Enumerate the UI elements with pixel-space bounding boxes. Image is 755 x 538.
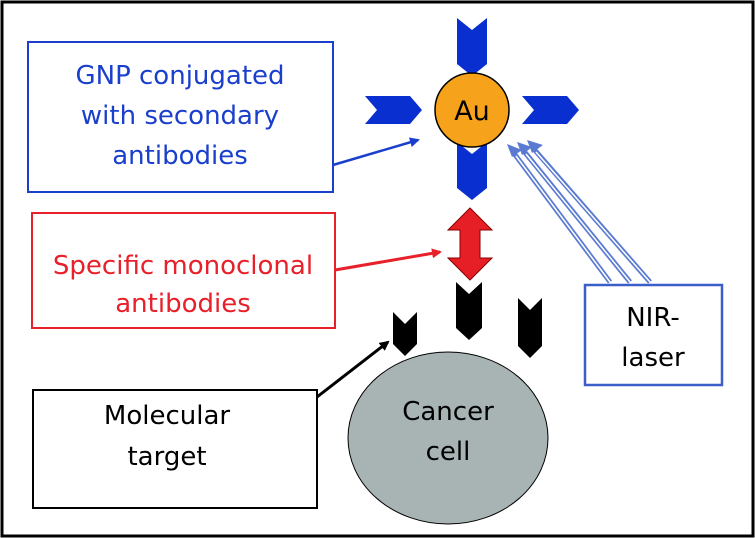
laser-beam-3	[527, 140, 652, 284]
target-label-line2: target	[127, 442, 206, 472]
monoclonal-box	[31, 212, 336, 329]
laser-beam-2	[517, 142, 632, 284]
cancer-cell	[347, 351, 549, 525]
laser-beam-1	[507, 144, 613, 284]
target-box	[32, 389, 318, 509]
antibody-top	[457, 18, 487, 76]
binding-double-arrow	[446, 207, 494, 281]
cell-label-line1: Cancer	[402, 397, 494, 427]
gold-nanoparticle	[434, 72, 510, 148]
receptor-right	[518, 298, 542, 358]
antibody-bottom	[457, 142, 487, 200]
monoclonal-pointer-arrow	[334, 248, 442, 272]
gold-label: Au	[454, 96, 490, 127]
target-label-line1: Molecular	[104, 401, 230, 431]
antibody-left	[365, 96, 422, 124]
laser-beams	[507, 140, 652, 284]
laser-box	[583, 283, 724, 387]
laser-label-line2: laser	[621, 343, 685, 373]
laser-label-line1: NIR-	[626, 303, 680, 333]
target-pointer-arrow	[316, 340, 390, 399]
gnp-pointer-arrow	[332, 137, 420, 167]
gnp-label-line2: with secondary	[81, 101, 279, 131]
receptor-left	[393, 312, 417, 356]
monoclonal-label-line2: antibodies	[115, 289, 251, 319]
monoclonal-label-line1: Specific monoclonal	[53, 251, 313, 281]
cell-label-line2: cell	[426, 437, 471, 467]
gnp-box	[27, 41, 334, 193]
antibody-right	[522, 96, 579, 124]
gnp-label-line3: antibodies	[112, 141, 248, 171]
gnp-label-line1: GNP conjugated	[75, 61, 284, 91]
receptor-center	[456, 282, 482, 340]
